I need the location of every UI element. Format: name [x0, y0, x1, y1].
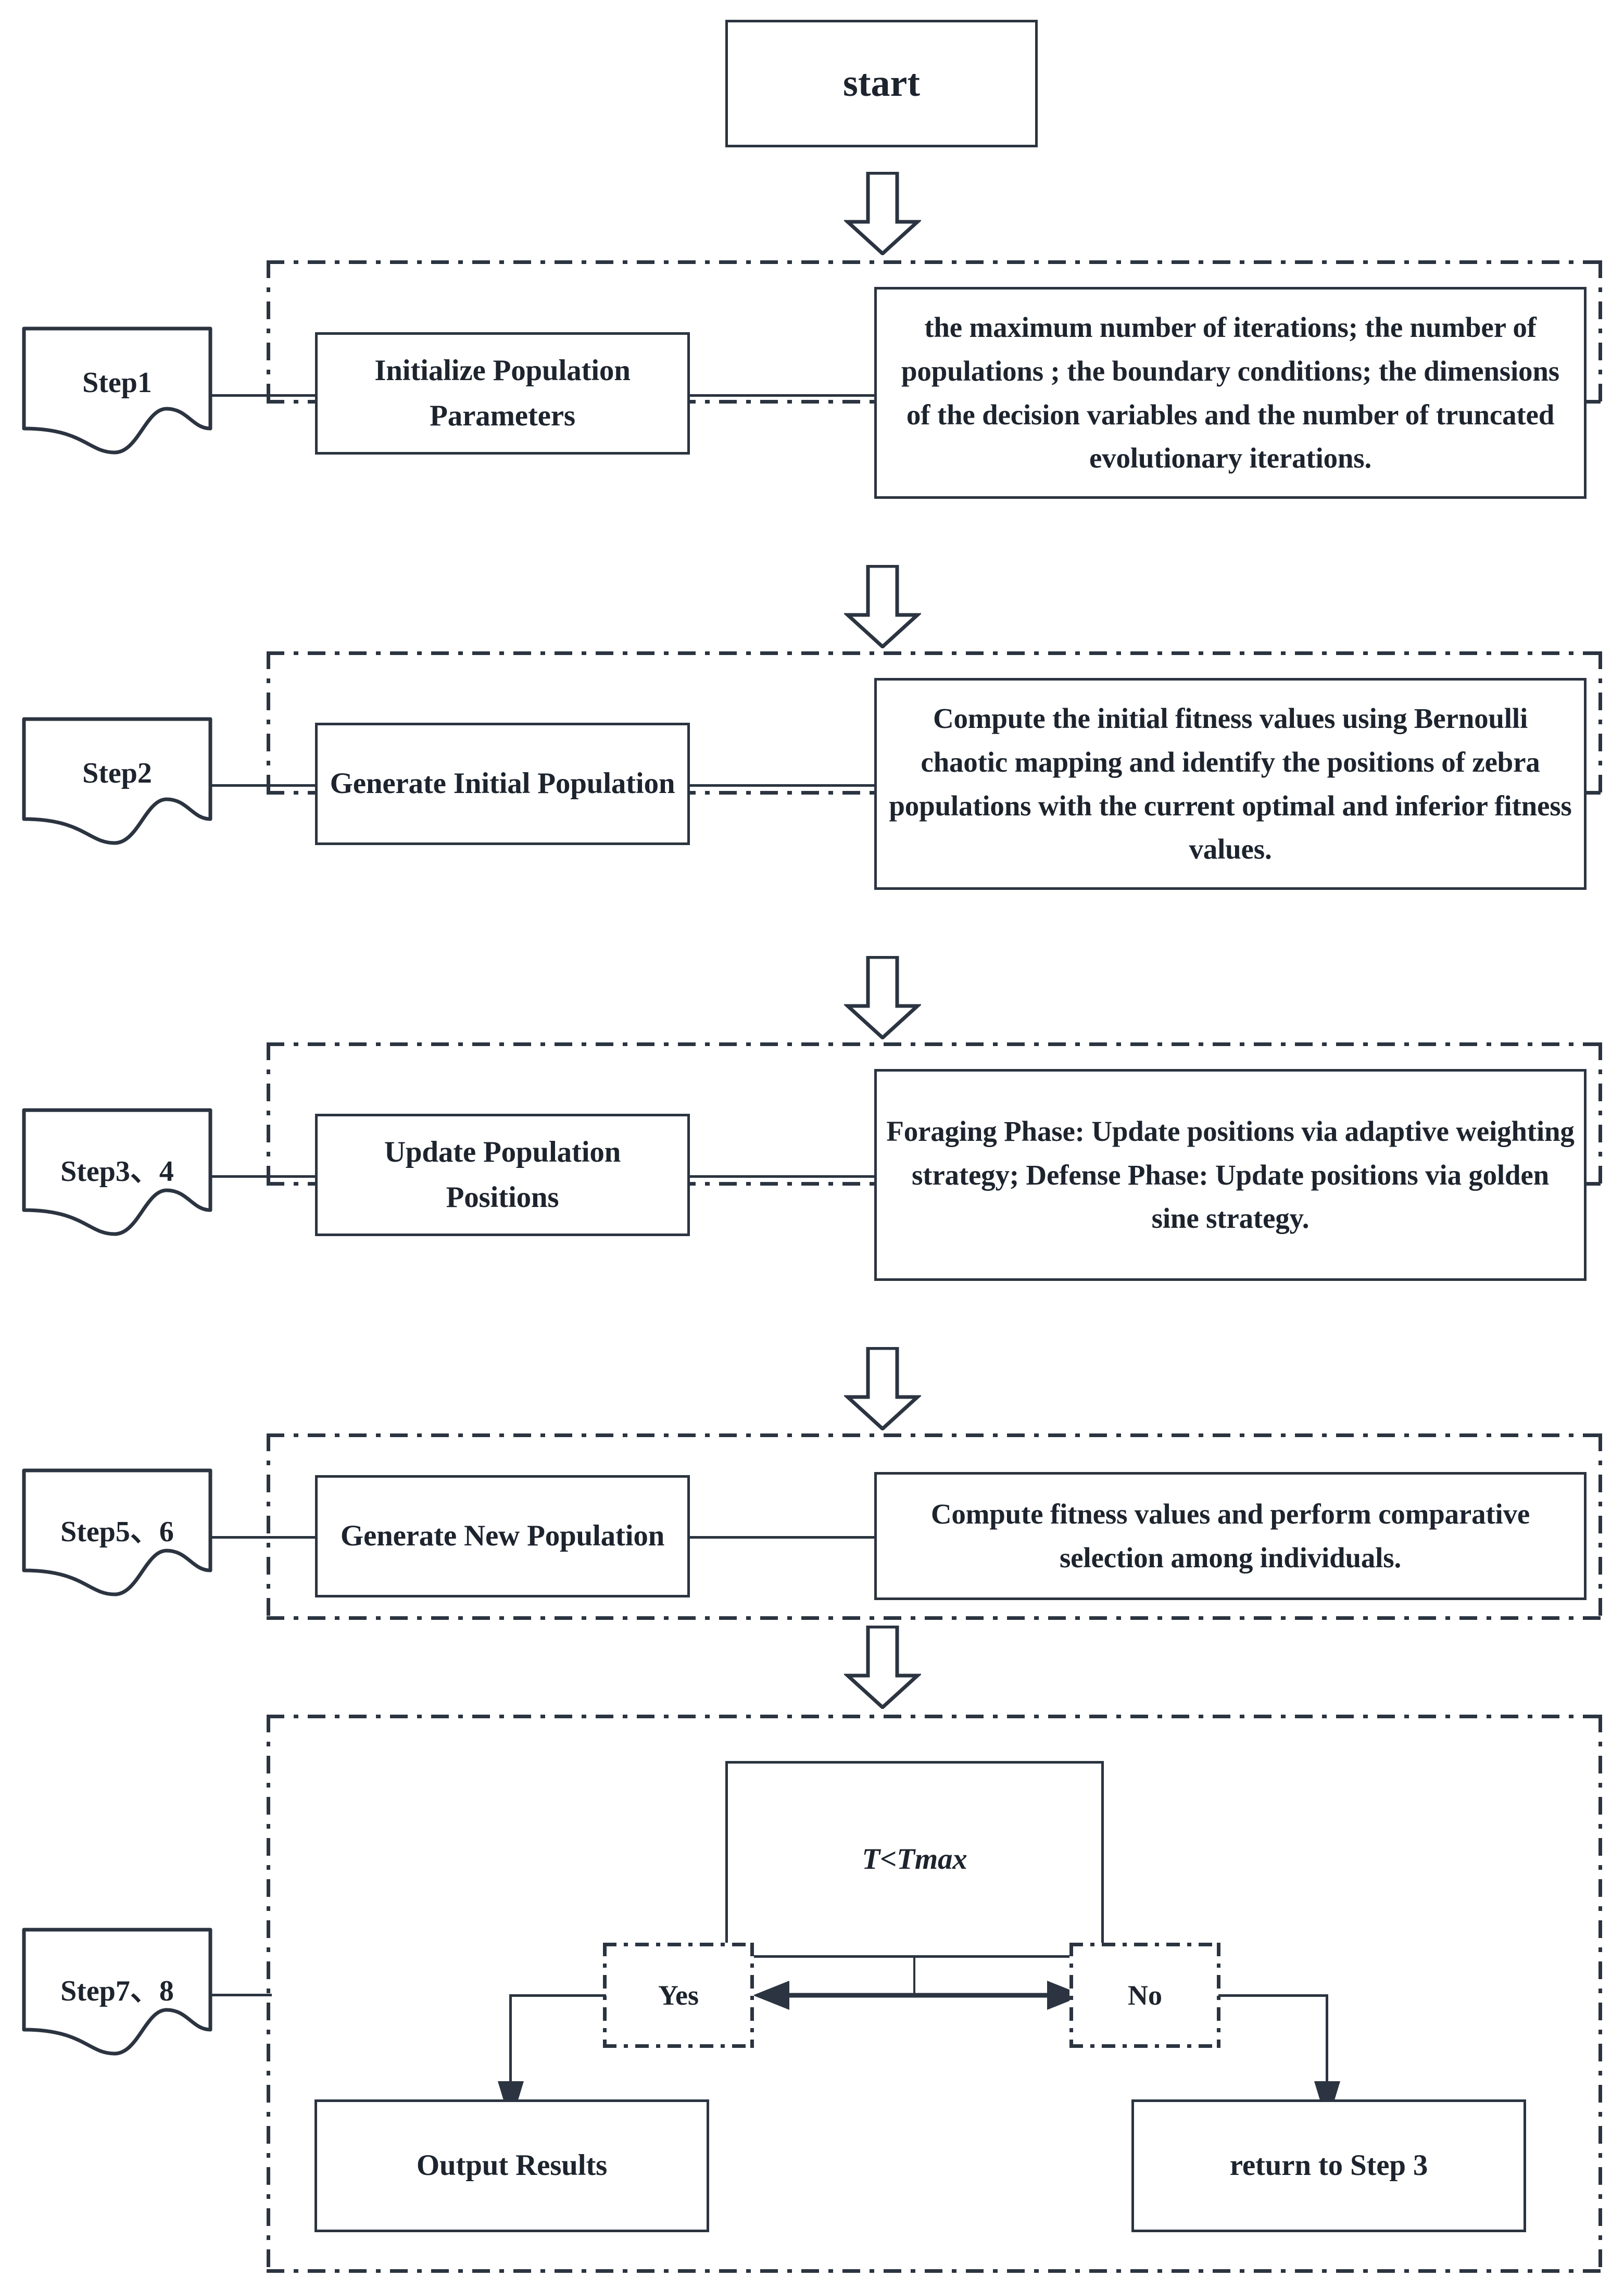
document-shape-icon [22, 1468, 212, 1596]
connector-no-vertical [1326, 1994, 1328, 2093]
branch-label-yes: Yes [603, 1943, 754, 2048]
detail-box-4-label: Compute fitness values and perform compa… [930, 1498, 1530, 1574]
connector-action2-to-detail [688, 784, 876, 787]
outcome-box-yes-label: Output Results [416, 2149, 608, 2182]
connector-yes-horizontal [509, 1994, 606, 1997]
down-block-arrow-icon [844, 1347, 921, 1430]
down-block-arrow-icon [844, 172, 921, 255]
action-box-3: Update Population Positions [315, 1114, 690, 1236]
action-box-3-label: Update Population Positions [384, 1135, 621, 1214]
decision-box-label: T<Tmax [862, 1842, 967, 1876]
outcome-box-no: return to Step 3 [1131, 2099, 1526, 2232]
step-flag-2-label: Step2 [82, 757, 152, 789]
detail-box-2: Compute the initial fitness values using… [874, 678, 1587, 890]
action-box-4-label: Generate New Population [340, 1519, 665, 1553]
detail-box-3-label: Foraging Phase: Update positions via ada… [886, 1115, 1575, 1235]
detail-box-1: the maximum number of iterations; the nu… [874, 287, 1587, 499]
connector-step2-to-action [210, 784, 328, 787]
branch-label-no-text: No [1128, 1980, 1162, 2011]
connector-decision-trunk [913, 1956, 915, 1996]
action-box-2: Generate Initial Population [315, 723, 690, 845]
step-flag-1: Step1 [21, 325, 213, 456]
action-box-2-label: Generate Initial Population [330, 767, 675, 800]
step-flag-5-label: Step7、8 [60, 1975, 174, 2007]
action-box-4: Generate New Population [315, 1475, 690, 1597]
connector-no-horizontal [1218, 1994, 1328, 1997]
connector-action3-to-detail [688, 1175, 876, 1178]
branch-label-no: No [1069, 1943, 1220, 2048]
detail-box-2-label: Compute the initial fitness values using… [889, 702, 1572, 865]
detail-box-4: Compute fitness values and perform compa… [874, 1472, 1587, 1600]
step-flag-4-label: Step5、6 [60, 1516, 174, 1548]
stage-panel-4 [267, 1433, 1602, 1620]
outcome-box-yes: Output Results [314, 2099, 709, 2232]
connector-action1-to-detail [688, 394, 876, 397]
connector-action4-to-detail [688, 1536, 876, 1539]
branch-label-yes-text: Yes [658, 1980, 699, 2011]
document-shape-icon [22, 1108, 212, 1236]
start-node-label: start [843, 62, 920, 105]
down-block-arrow-icon [844, 565, 921, 648]
action-box-1: Initialize Population Parameters [315, 332, 690, 455]
down-block-arrow-icon [844, 1626, 921, 1709]
document-shape-icon [22, 1928, 212, 2056]
step-flag-3: Step3、4 [21, 1107, 213, 1237]
step-flag-3-label: Step3、4 [60, 1155, 174, 1188]
connector-step5-to-decision [210, 1994, 272, 1996]
step-flag-1-label: Step1 [82, 367, 152, 399]
connector-yes-vertical [509, 1994, 512, 2093]
start-node: start [725, 20, 1038, 147]
decision-box: T<Tmax [725, 1761, 1104, 1958]
connector-step4-to-action [210, 1536, 328, 1539]
step-flag-5: Step7、8 [21, 1927, 213, 2057]
detail-box-1-label: the maximum number of iterations; the nu… [901, 311, 1559, 474]
connector-step3-to-action [210, 1175, 328, 1178]
step-flag-2: Step2 [21, 716, 213, 846]
branch-arrows [753, 1981, 1084, 2010]
action-box-1-label: Initialize Population Parameters [374, 354, 631, 432]
document-shape-icon [22, 326, 212, 455]
detail-box-3: Foraging Phase: Update positions via ada… [874, 1069, 1587, 1281]
document-shape-icon [22, 717, 212, 845]
outcome-box-no-label: return to Step 3 [1229, 2149, 1428, 2182]
step-flag-4: Step5、6 [21, 1467, 213, 1597]
down-block-arrow-icon [844, 956, 921, 1039]
connector-step1-to-action [210, 394, 328, 397]
